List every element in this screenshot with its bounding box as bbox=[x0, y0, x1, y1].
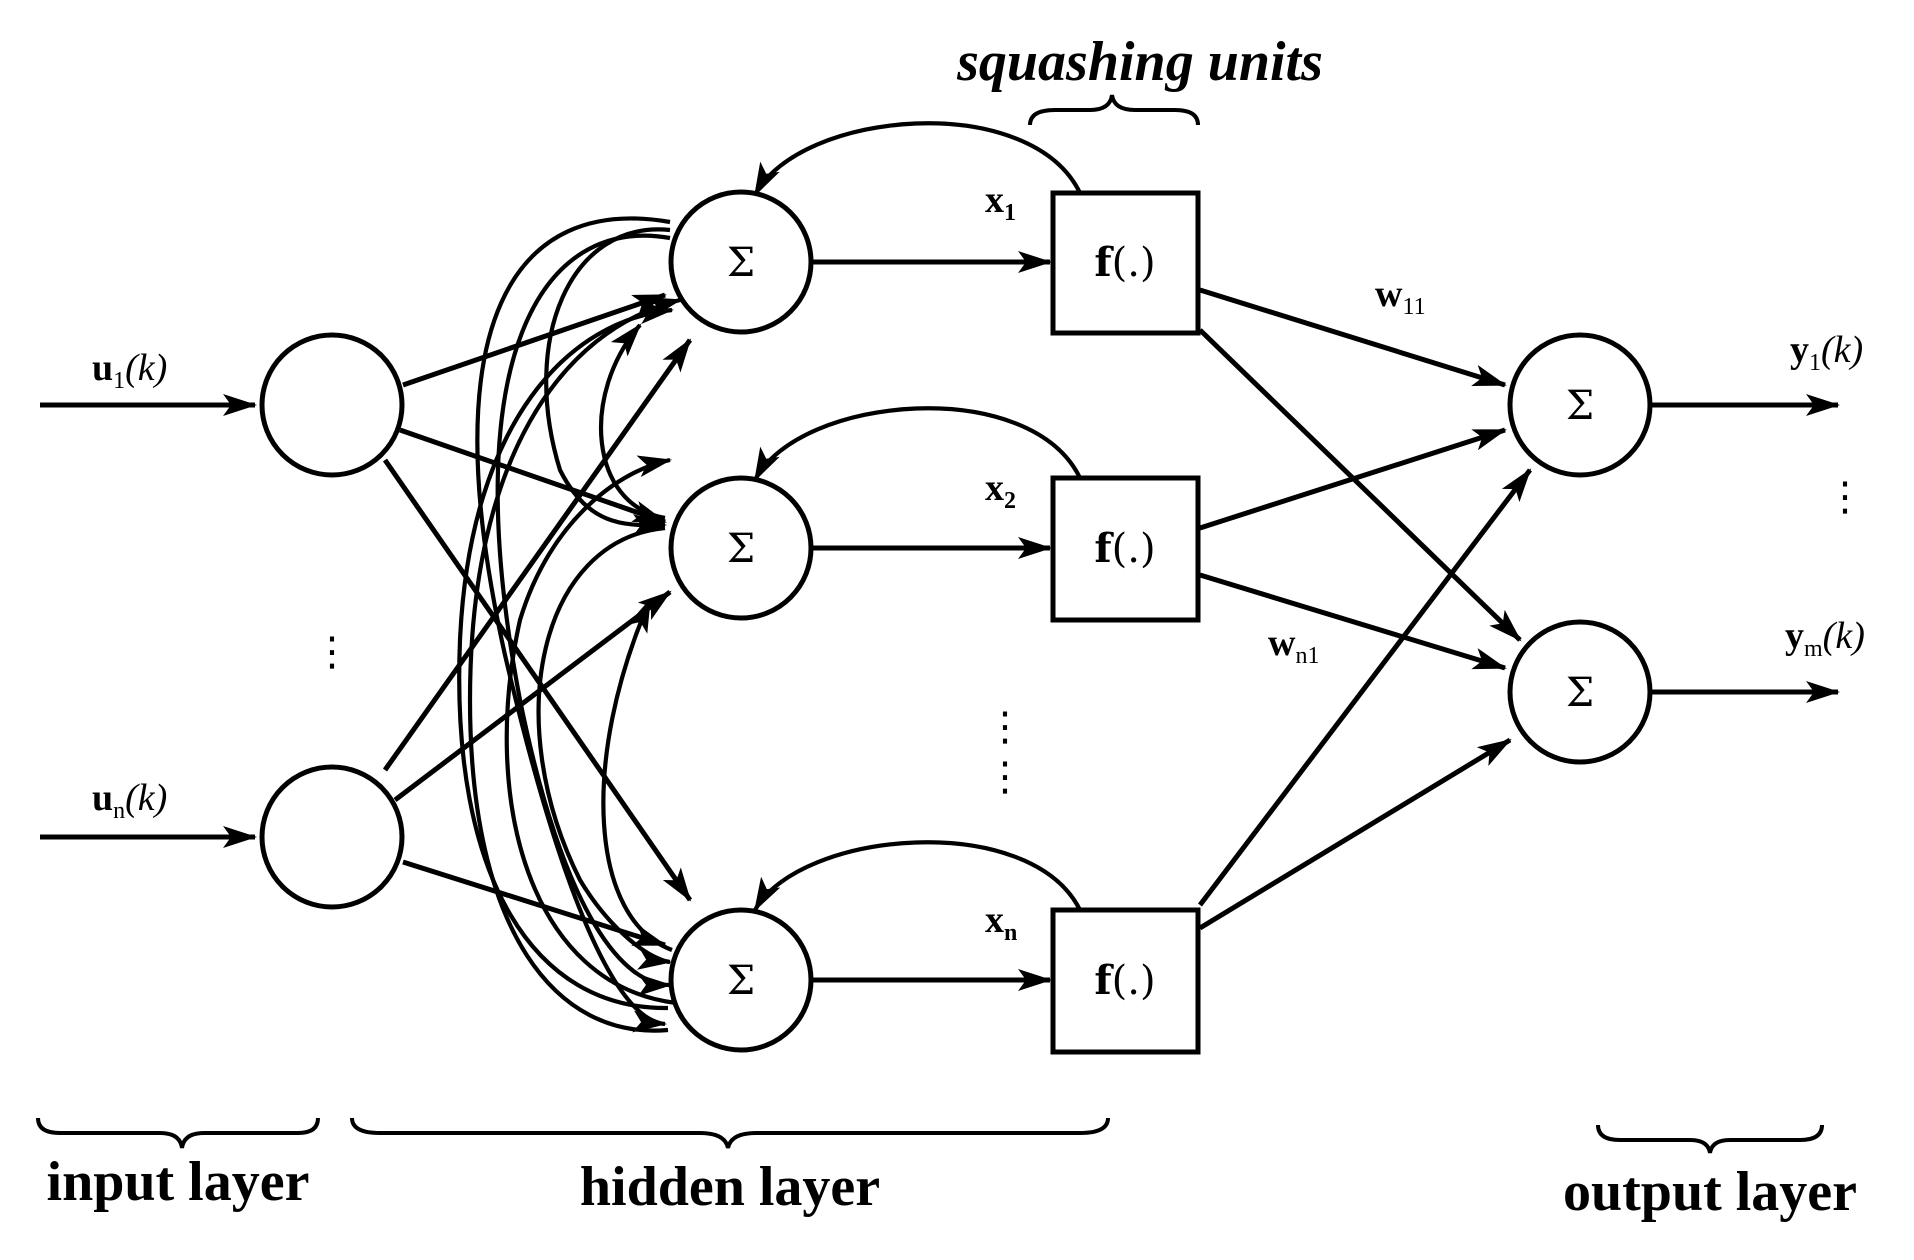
squashing-units-label: squashing units bbox=[956, 31, 1323, 93]
input-node-n bbox=[259, 764, 405, 910]
hidden-layer-brace bbox=[350, 1117, 1110, 1149]
squashing-box-n bbox=[1050, 907, 1201, 1055]
input-label-n: un(k) bbox=[92, 777, 167, 824]
squashing-units-brace bbox=[1028, 94, 1200, 126]
feedback-arc-n bbox=[753, 840, 1082, 912]
feedback-arc-1 bbox=[753, 121, 1082, 197]
output-sum-symbol-m: Σ bbox=[1566, 670, 1594, 716]
edge-inn-hn bbox=[402, 859, 667, 948]
squashing-function-1: f(.) bbox=[1094, 239, 1155, 286]
squashing-function-2: f(.) bbox=[1094, 525, 1155, 572]
edge-in1-h1 bbox=[402, 292, 667, 388]
hidden-state-label-1: x1 bbox=[985, 179, 1016, 226]
output-layer-brace bbox=[1596, 1124, 1824, 1154]
output-ellipsis: ⋮ bbox=[1825, 474, 1865, 520]
squashing-box-2 bbox=[1050, 475, 1201, 623]
weight-label-w11: w11 bbox=[1375, 273, 1426, 320]
hidden-layer-label: hidden layer bbox=[580, 1156, 880, 1218]
edge-f1-y1 bbox=[1199, 287, 1507, 388]
hidden-ellipsis-2: ⋮ bbox=[985, 754, 1025, 800]
output-sum-node-m bbox=[1507, 619, 1653, 765]
hidden-sum-symbol-2: Σ bbox=[727, 526, 755, 572]
input-layer-label: input layer bbox=[47, 1151, 310, 1213]
hidden-sum-node-n bbox=[668, 907, 814, 1053]
edge-inn-h2 bbox=[393, 590, 672, 802]
squashing-function-n: f(.) bbox=[1094, 957, 1155, 1004]
hidden-sum-symbol-n: Σ bbox=[727, 958, 755, 1004]
edge-inn-h1 bbox=[382, 338, 693, 772]
edge-fn-y1 bbox=[1198, 468, 1532, 907]
hidden-state-label-n: xn bbox=[985, 899, 1017, 946]
input-node-1 bbox=[259, 332, 405, 478]
hidden-ellipsis-1: ⋮ bbox=[985, 704, 1025, 750]
output-label-1: y1(k) bbox=[1790, 329, 1863, 376]
edge-f2-ym bbox=[1199, 572, 1507, 671]
input-layer-brace bbox=[36, 1117, 320, 1149]
input-label-1: u1(k) bbox=[92, 347, 167, 394]
edge-in1-hn bbox=[382, 458, 693, 902]
output-layer-label: output layer bbox=[1563, 1161, 1857, 1223]
edge-f1-ym bbox=[1198, 328, 1522, 642]
hidden-sum-node-1 bbox=[668, 189, 814, 335]
feedback-arc-2 bbox=[753, 406, 1082, 482]
output-sum-node-1 bbox=[1507, 332, 1653, 478]
edge-f2-y1 bbox=[1199, 427, 1507, 531]
hidden-sum-symbol-1: Σ bbox=[727, 240, 755, 286]
output-label-m: ym(k) bbox=[1785, 615, 1865, 662]
hidden-state-label-2: x2 bbox=[985, 467, 1016, 514]
output-sum-symbol-1: Σ bbox=[1566, 383, 1594, 429]
hidden-recurrent-curves bbox=[457, 216, 682, 1033]
hidden-sum-node-2 bbox=[668, 475, 814, 621]
edge-in1-h2 bbox=[399, 427, 667, 525]
squashing-box-1 bbox=[1050, 190, 1201, 336]
input-ellipsis: ⋮ bbox=[312, 629, 352, 675]
edge-fn-ym bbox=[1198, 737, 1512, 931]
weight-label-wn1: wn1 bbox=[1268, 622, 1319, 669]
